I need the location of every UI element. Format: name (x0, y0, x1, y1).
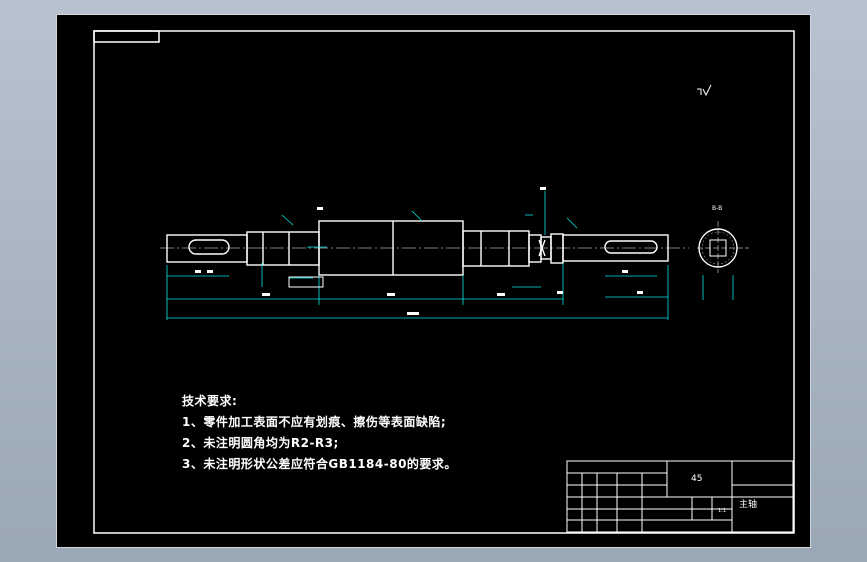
notes-heading: 技术要求: (182, 394, 238, 408)
corner-box (93, 30, 160, 43)
material-label: 45 (691, 474, 702, 484)
dimension-lines (166, 191, 669, 320)
tolerance-frame (288, 276, 324, 288)
technical-requirements: 技术要求: 1、零件加工表面不应有划痕、擦伤等表面缺陷; 2、未注明圆角均为R2… (182, 391, 457, 475)
drawing-sheet: B-B (56, 14, 811, 548)
inner-frame (93, 30, 795, 534)
section-view: B-B (697, 205, 749, 300)
part-name: 主轴 (739, 498, 757, 510)
note-item-2: 2、未注明圆角均为R2-R3; (182, 436, 339, 450)
title-block (566, 460, 794, 533)
shaft-outline (166, 220, 669, 276)
dimension-text (195, 187, 643, 315)
scale-value: 1:1 (718, 508, 726, 514)
note-item-1: 1、零件加工表面不应有划痕、擦伤等表面缺陷; (182, 415, 447, 429)
roughness-mark (697, 84, 712, 97)
note-item-3: 3、未注明形状公差应符合GB1184-80的要求。 (182, 457, 457, 471)
section-label: B-B (712, 205, 722, 212)
shaft-drawing: B-B (93, 30, 795, 534)
